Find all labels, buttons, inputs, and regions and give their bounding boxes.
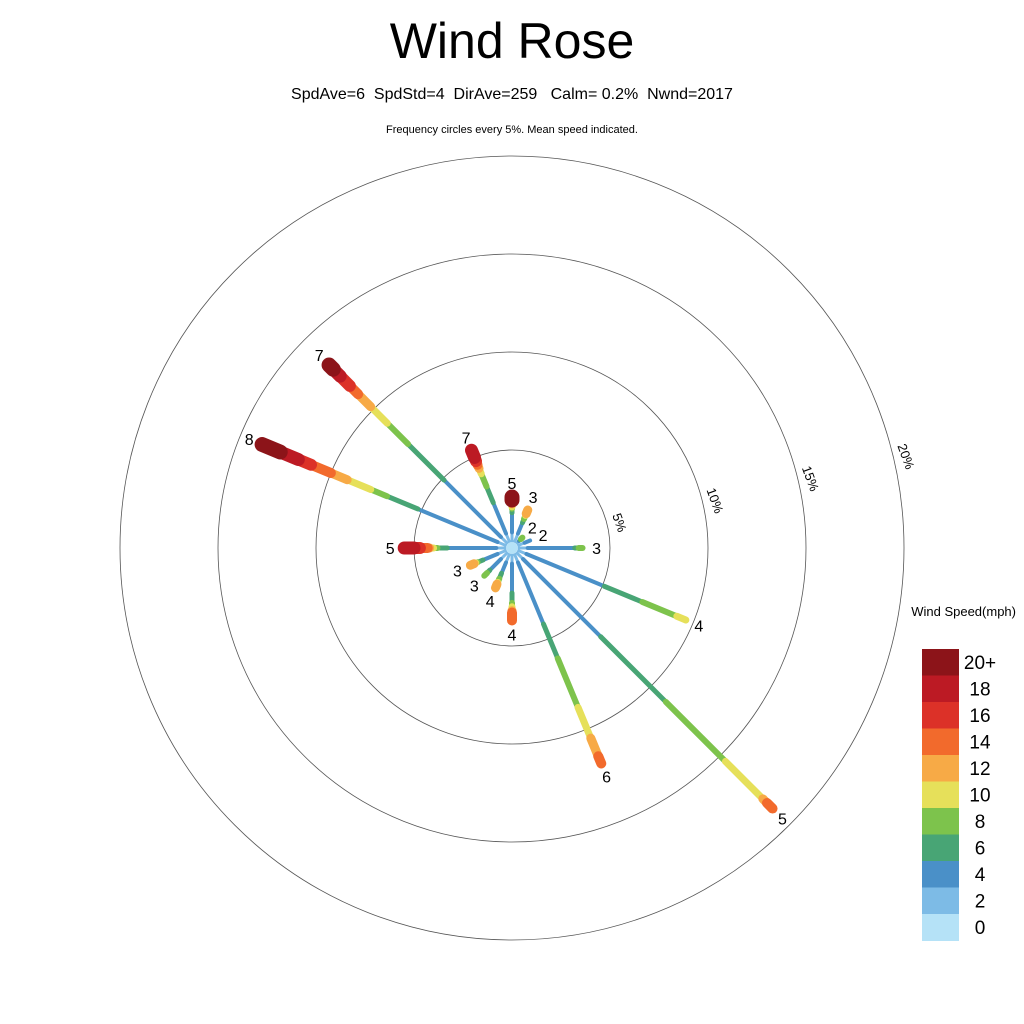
legend-label: 10 — [969, 786, 990, 807]
legend-swatch — [922, 781, 959, 809]
spoke-segment — [601, 583, 645, 605]
legend-label: 4 — [975, 865, 986, 886]
legend-label: 12 — [969, 759, 990, 780]
frequency-ring-15 — [217, 253, 807, 843]
spoke-segment — [521, 505, 533, 519]
mean-speed-label: 3 — [529, 490, 538, 507]
mean-speed-label: 4 — [694, 618, 703, 635]
spoke-segment — [521, 557, 603, 639]
legend-label: 16 — [969, 706, 990, 727]
legend-title: Wind Speed(mph) — [911, 604, 1016, 619]
ring-label: 10% — [704, 486, 727, 516]
spoke-segment — [442, 478, 503, 539]
mean-speed-label: 3 — [453, 564, 462, 581]
spoke-segment — [321, 357, 341, 377]
spoke-segment — [384, 493, 421, 512]
spoke-segment — [464, 443, 481, 464]
spoke-segment — [481, 569, 491, 579]
spoke-segment — [518, 534, 526, 542]
spoke-segment — [598, 634, 669, 705]
spoke-segment — [465, 559, 479, 570]
mean-speed-label: 3 — [592, 541, 601, 558]
legend-swatch — [922, 675, 959, 703]
legend-swatch — [922, 834, 959, 862]
spoke-segment — [574, 703, 595, 742]
legend-swatch — [922, 649, 959, 676]
spoke-segment — [481, 552, 500, 563]
spoke-segment — [673, 612, 690, 624]
ring-label: 15% — [799, 464, 822, 494]
mean-speed-label: 5 — [508, 476, 517, 493]
frequency-ring-10 — [315, 351, 709, 745]
mean-speed-label: 5 — [386, 541, 395, 558]
spoke-segment — [522, 538, 533, 545]
legend-label: 6 — [975, 839, 986, 860]
spoke-segment — [405, 441, 447, 483]
chart-note: Frequency circles every 5%. Mean speed i… — [386, 124, 638, 136]
spoke-segment — [491, 500, 508, 536]
mean-speed-label: 2 — [539, 528, 548, 545]
legend-label: 14 — [969, 733, 991, 754]
legend-swatch — [922, 861, 959, 888]
frequency-ring-20 — [119, 155, 905, 941]
spoke-segment — [593, 751, 607, 769]
legend-swatch — [922, 808, 959, 835]
spoke-segment — [639, 599, 680, 620]
spoke-segment — [254, 436, 288, 460]
chart-title: Wind Rose — [389, 13, 635, 69]
spoke-segment — [487, 557, 503, 573]
legend-swatch — [922, 728, 959, 756]
spoke-segment — [524, 552, 607, 589]
mean-speed-label: 5 — [778, 811, 787, 828]
legend-swatch — [922, 914, 959, 941]
mean-speed-label: 6 — [602, 769, 611, 786]
mean-speed-label: 7 — [462, 430, 471, 447]
legend-label: 2 — [975, 892, 986, 913]
mean-speed-label: 8 — [245, 432, 254, 449]
legend-swatch — [922, 887, 959, 915]
mean-speed-label: 4 — [486, 594, 495, 611]
legend-swatch — [922, 755, 959, 782]
mean-speed-label: 4 — [508, 628, 517, 645]
legend-swatch — [922, 702, 959, 729]
spoke-segment — [384, 420, 412, 448]
spoke-segment — [662, 698, 729, 765]
spoke-segment — [554, 655, 582, 711]
mean-speed-label: 3 — [470, 579, 479, 596]
spoke-segment — [490, 579, 502, 593]
mean-speed-label: 2 — [528, 521, 537, 538]
spoke-segment — [508, 542, 513, 549]
spoke-segment — [415, 506, 500, 544]
spoke-segment — [541, 621, 561, 661]
ring-label: 5% — [609, 511, 630, 534]
legend-label: 0 — [975, 918, 986, 939]
spoke-segment — [721, 757, 767, 803]
legend-label: 20+ — [964, 653, 996, 674]
legend-label: 18 — [969, 680, 990, 701]
chart-subtitle: SpdAve=6 SpdStd=4 DirAve=259 Calm= 0.2% … — [291, 86, 733, 103]
mean-speed-label: 7 — [315, 348, 324, 365]
spoke-segment — [762, 798, 778, 814]
spoke-segment — [516, 560, 546, 627]
legend-label: 8 — [975, 812, 986, 833]
ring-label: 20% — [894, 442, 917, 472]
